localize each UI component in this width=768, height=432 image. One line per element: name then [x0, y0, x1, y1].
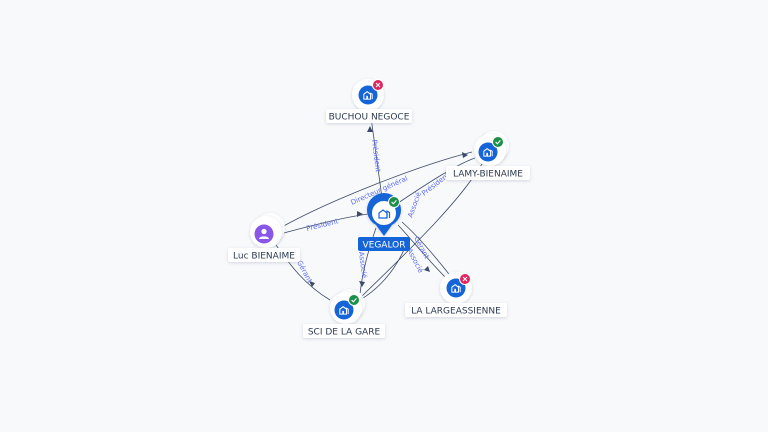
arrow-to-lamy	[462, 152, 468, 158]
edge-label-vegalor-buchou: Président	[370, 139, 382, 173]
status-closed-icon	[459, 273, 471, 285]
node-label-box	[303, 324, 385, 338]
status-active-icon	[348, 294, 360, 306]
node-label-buchou: BUCHOU NEGOCE	[329, 113, 410, 123]
node-label-vegalor: VEGALOR	[362, 241, 405, 251]
edge-vegalor-sci-1	[359, 227, 377, 295]
node-la-largeassienne[interactable]: LA LARGEASSIENNE	[405, 272, 507, 317]
node-buchou-negoce[interactable]: BUCHOU NEGOCE	[326, 79, 412, 123]
arrow-to-larg-1	[424, 266, 430, 272]
edge-luc-lamy	[279, 151, 473, 229]
arrowheads	[309, 126, 468, 287]
node-label-largeassienne: LA LARGEASSIENNE	[411, 307, 501, 317]
main-label-box	[358, 237, 410, 251]
edge-label-vegalor-sci: Associé	[357, 251, 368, 278]
edge-vegalor-lamy	[394, 157, 476, 206]
node-label-box	[228, 248, 300, 262]
node-label-sci: SCI DE LA GARE	[308, 328, 381, 338]
arrow-to-sci-1	[309, 281, 315, 287]
node-lamy-bienaime[interactable]: LAMY-BIENAIME	[446, 131, 530, 180]
node-label-luc: Luc BIENAIME	[233, 252, 295, 262]
node-vegalor[interactable]: VEGALOR	[358, 193, 410, 251]
edge-label-luc-vegalor: Président	[306, 217, 340, 233]
node-label-box	[326, 109, 412, 123]
edge-vegalor-buchou	[369, 109, 383, 199]
person-icon	[259, 228, 269, 239]
arrow-to-sci-2	[359, 281, 365, 287]
status-active-icon	[492, 136, 504, 148]
edge-vegalor-larg-1	[397, 224, 449, 281]
edge-vegalor-larg-2	[401, 221, 453, 279]
node-sci-de-la-gare[interactable]: SCI DE LA GARE	[303, 289, 385, 338]
node-luc-bienaime[interactable]: Luc BIENAIME	[228, 213, 300, 262]
arrow-to-buchou	[367, 126, 373, 132]
status-active-icon	[388, 196, 400, 208]
arrow-to-vegalor	[357, 211, 363, 217]
status-closed-icon	[372, 79, 384, 91]
node-label-box	[446, 166, 530, 180]
node-label-box	[405, 303, 507, 317]
node-label-lamy: LAMY-BIENAIME	[453, 170, 523, 180]
building-icon	[378, 209, 391, 219]
edge-label-vegalor-larg-1: Associé	[406, 191, 423, 219]
